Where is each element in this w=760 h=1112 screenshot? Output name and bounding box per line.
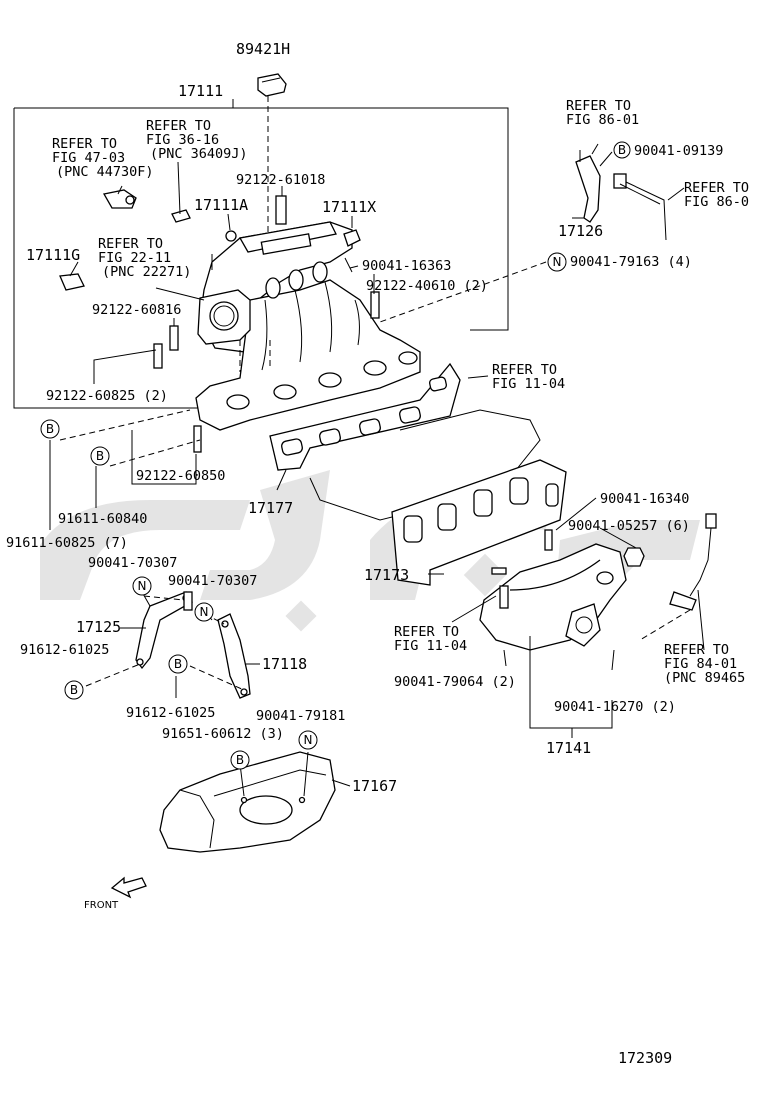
marker-b-91611-60825: B [40,419,60,439]
label-17177: 17177 [248,499,293,517]
label-refer-86b-line2: FIG 86-0 [684,194,749,210]
marker-n-90041-79163: N [547,252,567,272]
exhaust-gasket-17173 [391,459,567,586]
label-refer-22-line1: REFER TO [98,236,163,252]
label-92122-40610: 92122-40610 (2) [366,278,488,294]
kit-boundary-17111-top [14,107,509,331]
label-refer-11a-line1: REFER TO [492,362,557,378]
label-90041-79181: 90041-79181 [256,708,345,724]
label-refer-36-line1: REFER TO [146,118,211,134]
svg-text:N: N [553,255,562,269]
marker-n-90041-79181: N [298,730,318,750]
label-90041-16270: 90041-16270 (2) [554,699,676,715]
label-refer-22-line2: FIG 22-11 [98,250,171,266]
label-17111A: 17111A [194,196,248,214]
svg-text:B: B [618,143,626,157]
label-refer-47-line3: (PNC 44730F) [56,164,154,180]
label-90041-79163: 90041-79163 (4) [570,254,692,270]
label-92122-61018: 92122-61018 [236,172,325,188]
marker-b-90041-09139: B [613,141,631,159]
label-91612-61025-a: 91612-61025 [20,642,109,658]
front-arrow-icon [110,876,147,899]
label-90041-16363: 90041-16363 [362,258,451,274]
heat-insulator-17167 [159,751,336,853]
label-91651-60612: 91651-60612 (3) [162,726,284,742]
marker-b-91651-60612: B [230,750,250,770]
label-refer-47-line2: FIG 47-03 [52,150,125,166]
kit-boundary-17111 [13,108,200,409]
label-refer-11b-line1: REFER TO [394,624,459,640]
label-figure-number: 172309 [618,1049,672,1067]
svg-text:B: B [70,683,78,697]
label-89421H: 89421H [236,40,290,58]
label-refer-84-line2: FIG 84-01 [664,656,737,672]
label-17111: 17111 [178,82,223,100]
label-91612-61025-b: 91612-61025 [126,705,215,721]
manifold-stay-17125 [135,591,193,670]
label-refer-36-line2: FIG 36-16 [146,132,219,148]
svg-text:N: N [304,733,313,747]
exhaust-manifold-17141 [479,529,645,651]
marker-n-90041-70307b: N [194,602,214,622]
label-refer-84-line1: REFER TO [664,642,729,658]
cylinder-head [309,409,541,521]
part-labels: 89421H 17111 REFER TO FIG 47-03 (PNC 447… [6,40,749,1067]
label-90041-05257: 90041-05257 (6) [568,518,690,534]
svg-text:B: B [96,449,104,463]
label-refer-11a-line2: FIG 11-04 [492,376,565,392]
label-17126: 17126 [558,222,603,240]
label-refer-86-line1: REFER TO [566,98,631,114]
label-front: FRONT [84,900,119,911]
label-17173: 17173 [364,566,409,584]
label-91611-60825: 91611-60825 (7) [6,535,128,551]
gasket-17177 [269,362,461,491]
label-91611-60840: 91611-60840 [58,511,147,527]
vacuum-sensor-89421H [257,73,287,232]
label-refer-86b-line1: REFER TO [684,180,749,196]
manifold-stay-17118 [217,613,251,699]
label-refer-36-line3: (PNC 36409J) [150,146,248,162]
label-17125: 17125 [76,618,121,636]
svg-text:B: B [236,753,244,767]
label-90041-70307-b: 90041-70307 [168,573,257,589]
svg-text:B: B [46,422,54,436]
label-92122-60825: 92122-60825 (2) [46,388,168,404]
marker-n-90041-70307a: N [132,576,152,596]
label-90041-70307-a: 90041-70307 [88,555,177,571]
svg-text:B: B [174,657,182,671]
kit-small-parts [59,161,380,453]
label-17111X: 17111X [322,198,376,216]
label-refer-84-line3: (PNC 89465 [664,670,745,686]
label-90041-79064: 90041-79064 (2) [394,674,516,690]
label-refer-11b-line2: FIG 11-04 [394,638,467,654]
svg-text:N: N [138,579,147,593]
label-refer-86-line2: FIG 86-01 [566,112,639,128]
bracket-17126 [575,143,685,241]
oxygen-sensor [669,513,717,651]
svg-text:N: N [200,605,209,619]
label-refer-22-line3: (PNC 22271) [102,264,191,280]
marker-b-91611-60840: B [90,446,110,466]
marker-b-91612-61025a: B [64,680,84,700]
label-92122-60850: 92122-60850 [136,468,225,484]
label-refer-47-line1: REFER TO [52,136,117,152]
label-17118: 17118 [262,655,307,673]
label-90041-16340: 90041-16340 [600,491,689,507]
marker-b-91612-61025b: B [168,654,188,674]
intake-manifold [195,221,421,431]
label-92122-60816: 92122-60816 [92,302,181,318]
label-17111G: 17111G [26,246,80,264]
label-90041-09139: 90041-09139 [634,143,723,159]
label-17167: 17167 [352,777,397,795]
label-17141: 17141 [546,739,591,757]
